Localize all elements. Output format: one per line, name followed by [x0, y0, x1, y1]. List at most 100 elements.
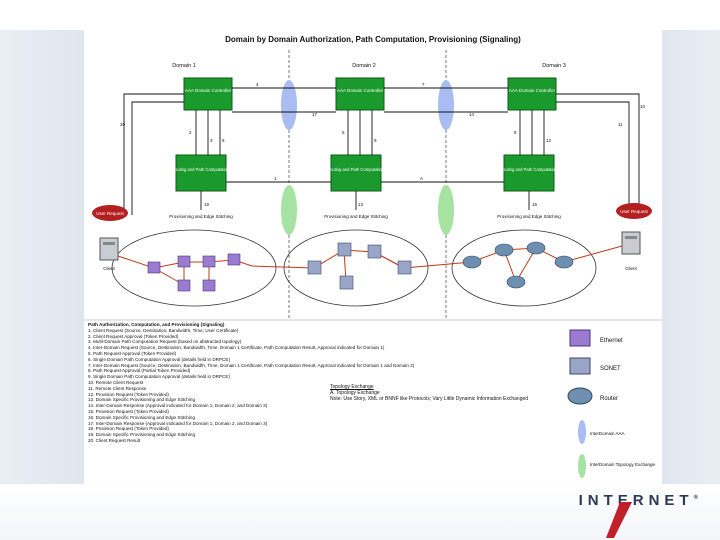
key-sonet: SONET [569, 357, 621, 375]
client-right: Client [621, 231, 641, 271]
edge-label-13: 13 [358, 202, 364, 207]
legend-item: 3. Multi-Domain Path Computation Request… [88, 339, 242, 345]
right-band [662, 30, 720, 484]
edge-label-9: 9 [374, 138, 377, 143]
pce-3: Domain Routing and Path Computation Elem… [484, 154, 575, 192]
edge-label-5: 5 [342, 130, 345, 135]
key-router-label: Router [600, 396, 618, 402]
legend-item: 14. Inter-Domain Response (Approval indi… [88, 403, 268, 409]
aaa-controller-1-label: AAA Domain Controller [185, 88, 232, 93]
legend-item: 20. Client Request Result [88, 437, 141, 443]
diagram-svg: Domain by Domain Authorization, Path Com… [84, 35, 662, 478]
legend-item: 5. Path Request Approval (Token Provided… [88, 350, 177, 356]
aaa-controller-2: AAA Domain Controller [335, 77, 385, 111]
pce-2: Domain Routing and Path Computation Elem… [311, 154, 402, 192]
prov-label-1: Provisioning and Edge Stitching [169, 214, 233, 219]
edge-label-7: 7 [422, 82, 425, 87]
ethernet-switch-2 [177, 255, 191, 268]
key-sonet-label: SONET [600, 366, 621, 372]
prov-label-3: Provisioning and Edge Stitching [497, 214, 561, 219]
edge-label-12: 12 [546, 138, 552, 143]
sonet-node-2 [337, 242, 352, 257]
router-2 [494, 243, 514, 257]
key-ethernet: Ethernet [569, 329, 623, 347]
sonet-node-1 [307, 260, 322, 275]
ethernet-switch-1 [147, 261, 161, 274]
legend-item: 17. Inter-Domain Response (Approval indi… [88, 420, 268, 426]
pce-1-label: Domain Routing and Path Computation Elem… [156, 167, 246, 172]
legend-item: 12. Provision Request (Token Provided) [88, 391, 169, 397]
client-left-label: Client [103, 266, 115, 271]
legend-item: 10. Remote Client Request [88, 379, 144, 385]
domain-label-2: Domain 2 [352, 63, 376, 69]
aaa-controller-3-label: AAA Domain Controller [509, 88, 556, 93]
pce-2-label: Domain Routing and Path Computation Elem… [311, 167, 401, 172]
legend-item: 6. Single Domain Path Computation Approv… [88, 356, 230, 362]
legend-item: 13. Domain Specific Provisioning and Edg… [88, 397, 195, 403]
edge-label-1: 1 [274, 176, 277, 181]
legend-list: Path Authorization, Computation, and Pro… [88, 322, 558, 444]
pce-3-label: Domain Routing and Path Computation Elem… [484, 167, 574, 172]
prov-label-2: Provisioning and Edge Stitching [324, 214, 388, 219]
header-band [0, 0, 720, 30]
sonet-node-4 [339, 275, 354, 290]
aaa-controller-3: AAA Domain Controller [507, 77, 557, 111]
edge-label-3: 3 [210, 138, 213, 143]
topology-exchange-ellipse-2 [438, 185, 454, 235]
routers [462, 241, 574, 289]
sonet-nodes [307, 242, 412, 290]
edge-label-2: 2 [189, 130, 192, 135]
edge-label-a: A [420, 176, 423, 181]
user-request-right: User Request [616, 203, 652, 219]
footer-band [0, 484, 720, 540]
topology-item: A. Topology Exchange [330, 390, 380, 396]
edge-label-6: 6 [222, 138, 225, 143]
aaa-exchange-ellipse-1 [281, 80, 297, 130]
network-ellipse-1 [111, 229, 277, 307]
aaa-controller-2-label: AAA Domain Controller [337, 88, 384, 93]
client-left: Client [99, 237, 119, 271]
edge-label-10: 10 [640, 104, 646, 109]
legend-item: 19. Domain Specific Provisioning and Edg… [88, 432, 195, 438]
key-aaa-label: InterDomain AAA [590, 431, 625, 436]
diagram: Domain by Domain Authorization, Path Com… [84, 30, 662, 484]
key-aaa: InterDomain AAA [578, 420, 625, 444]
sonet-node-3 [367, 244, 382, 259]
aaa-exchange-ellipse-2 [438, 80, 454, 130]
key-topo: InterDomain Topology Exchange [578, 454, 655, 478]
domain-label-3: Domain 3 [542, 63, 566, 69]
edge-numbers: 4 17 7 14 20 10 11 2 3 6 5 9 8 12 1 A 19… [120, 82, 646, 207]
legend-item: 16. Domain Specific Provisioning and Edg… [88, 414, 195, 420]
edge-label-15: 15 [532, 202, 538, 207]
legend-item: 7. Inter-Domain Request (Source, Destina… [88, 362, 415, 368]
pce-1: Domain Routing and Path Computation Elem… [156, 154, 247, 192]
router-5 [506, 275, 526, 289]
legend-title: Path Authorization, Computation, and Pro… [88, 322, 225, 327]
signal-arrows [123, 87, 640, 215]
brand-logo: INTERNET® [578, 492, 698, 509]
edge-label-11: 11 [618, 122, 623, 127]
network-ellipse-2 [283, 229, 429, 307]
key-ethernet-label: Ethernet [600, 338, 623, 344]
key-topo-label: InterDomain Topology Exchange [590, 462, 655, 467]
edge-label-20: 20 [120, 122, 126, 127]
legend-item: 18. Provision Request (Token Provided) [88, 426, 169, 432]
sonet-node-5 [397, 260, 412, 275]
legend-item: 1. Client Request (Source, Destination, … [88, 327, 239, 333]
legend-item: 15. Provision Request (Token Provided) [88, 408, 169, 414]
edge-label-14: 14 [469, 112, 475, 117]
ethernet-switch-3 [202, 255, 216, 268]
router-3 [526, 241, 546, 255]
legend-item: 9. Single Domain Path Computation Approv… [88, 374, 230, 380]
router-4 [554, 255, 574, 269]
legend-item: 2. Client Request Approval (Token Provid… [88, 333, 179, 339]
topology-exchange-ellipse-1 [281, 185, 297, 235]
brand-text: INTERNET [578, 492, 694, 509]
legend-item: 4. Inter-Domain Request (Source, Destina… [88, 345, 385, 351]
brand-swoosh-icon [606, 502, 632, 538]
client-right-label: Client [625, 266, 637, 271]
key-router: Router [567, 387, 618, 405]
router-1 [462, 255, 482, 269]
ethernet-switches [147, 253, 241, 292]
